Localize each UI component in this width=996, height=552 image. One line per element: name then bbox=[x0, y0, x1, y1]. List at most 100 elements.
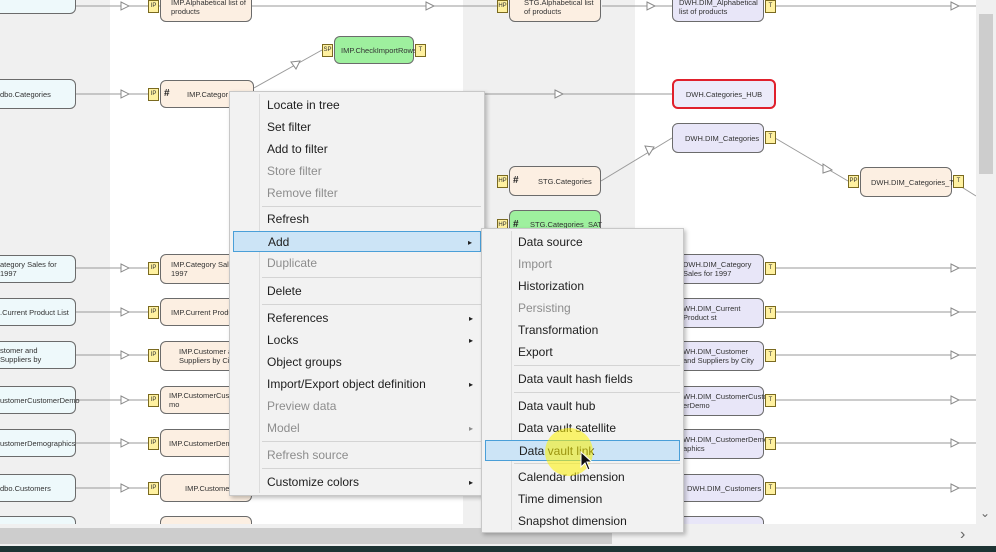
submenu-arrow-icon: ▸ bbox=[467, 238, 472, 247]
node-imp-alphabetical[interactable]: IMP.Alphabetical list of products bbox=[160, 0, 252, 22]
t-badge: T bbox=[765, 394, 776, 407]
ip-badge: IP bbox=[148, 349, 159, 362]
menu-gutter bbox=[233, 94, 260, 493]
node-src-current-product[interactable]: .Current Product List bbox=[0, 298, 76, 326]
hash-icon: # bbox=[513, 219, 519, 230]
node-src-category-sales[interactable]: ategory Sales for 1997 bbox=[0, 255, 76, 283]
lineage-diagram[interactable]: dbo.Categories ategory Sales for 1997 .C… bbox=[0, 0, 977, 538]
horizontal-scroll-thumb[interactable] bbox=[0, 528, 612, 544]
menu-item-locate-in-tree[interactable]: Locate in tree bbox=[267, 98, 340, 112]
submenu-item-dv-hub[interactable]: Data vault hub bbox=[518, 399, 596, 413]
hp-badge: HP bbox=[497, 0, 508, 13]
menu-item-preview-data: Preview data bbox=[267, 399, 337, 413]
t-badge: T bbox=[953, 175, 964, 188]
menu-item-remove-filter: Remove filter bbox=[267, 186, 338, 200]
menu-separator bbox=[514, 463, 680, 464]
menu-item-import-export[interactable]: Import/Export object definition▸ bbox=[233, 374, 481, 395]
node-dwh-dim-categories-t[interactable]: DWH.DIM_Categories_T bbox=[860, 167, 954, 197]
connector-lines bbox=[0, 1, 977, 493]
hp-badge: HP bbox=[497, 175, 508, 188]
menu-separator bbox=[514, 392, 680, 393]
node-dwh-customer-demo[interactable]: WH.DIM_CustomerCusto erDemo bbox=[672, 386, 768, 416]
scroll-down-icon[interactable]: ⌄ bbox=[980, 506, 991, 520]
ip-badge: IP bbox=[148, 306, 159, 319]
node-dwh-alphabetical[interactable]: DWH.DIM_Alphabetical list of products bbox=[672, 0, 764, 22]
node-dwh-dim-categories[interactable]: DWH.DIM_Categories bbox=[672, 123, 764, 153]
t-badge: T bbox=[765, 349, 776, 362]
node-src-customer-demo[interactable]: ustomerCustomerDemo bbox=[0, 386, 80, 414]
menu-item-add[interactable]: Add▸ bbox=[233, 231, 481, 252]
menu-separator bbox=[262, 441, 481, 442]
status-strip bbox=[0, 546, 996, 552]
ip-badge: IP bbox=[148, 394, 159, 407]
node-dwh-categories-hub[interactable]: DWH.Categories_HUB bbox=[672, 79, 776, 109]
menu-item-set-filter[interactable]: Set filter bbox=[267, 120, 312, 134]
ip-badge: IP bbox=[148, 437, 159, 450]
menu-item-object-groups[interactable]: Object groups bbox=[267, 355, 342, 369]
menu-item-customize-colors[interactable]: Customize colors▸ bbox=[233, 472, 481, 493]
node-stg-categories[interactable]: STG.Categories bbox=[509, 166, 601, 196]
pp-badge: PP bbox=[848, 175, 859, 188]
ip-badge: IP bbox=[148, 88, 159, 101]
ip-badge: IP bbox=[148, 0, 159, 13]
menu-item-locks[interactable]: Locks▸ bbox=[233, 330, 481, 351]
menu-item-delete[interactable]: Delete bbox=[267, 284, 302, 298]
menu-separator bbox=[514, 365, 680, 366]
mouse-pointer-icon bbox=[580, 450, 594, 471]
submenu-arrow-icon: ▸ bbox=[468, 424, 473, 433]
t-badge: T bbox=[415, 44, 426, 57]
menu-item-add-to-filter[interactable]: Add to filter bbox=[267, 142, 328, 156]
submenu-arrow-icon: ▸ bbox=[468, 380, 473, 389]
ip-badge: IP bbox=[148, 262, 159, 275]
t-badge: T bbox=[765, 306, 776, 319]
submenu-item-snapshot-dimension[interactable]: Snapshot dimension bbox=[518, 514, 627, 528]
menu-item-refresh[interactable]: Refresh bbox=[267, 212, 310, 226]
menu-separator bbox=[262, 304, 481, 305]
context-menu: Locate in tree Set filter Add to filter … bbox=[229, 91, 485, 496]
node-stg-alphabetical[interactable]: STG.Alphabetical list of products bbox=[509, 0, 601, 22]
node-src-customers[interactable]: dbo.Customers bbox=[0, 474, 76, 502]
menu-item-refresh-source: Refresh source bbox=[267, 448, 349, 462]
node-src-customer-suppliers[interactable]: stomer and Suppliers by bbox=[0, 341, 76, 369]
node-dwh-customer-demographics[interactable]: WH.DIM_CustomerDemo aphics bbox=[672, 429, 768, 459]
hash-icon: # bbox=[513, 175, 519, 186]
t-badge: T bbox=[765, 437, 776, 450]
t-badge: T bbox=[765, 0, 776, 13]
menu-item-references[interactable]: References▸ bbox=[233, 308, 481, 329]
menu-item-duplicate: Duplicate bbox=[267, 256, 318, 270]
submenu-arrow-icon: ▸ bbox=[468, 314, 473, 323]
submenu-item-transformation[interactable]: Transformation bbox=[518, 323, 599, 337]
add-submenu: Data source Import Historization Persist… bbox=[481, 228, 684, 533]
submenu-item-time-dimension[interactable]: Time dimension bbox=[518, 492, 603, 506]
node-imp-check-import-rows[interactable]: IMP.CheckImportRows bbox=[334, 36, 417, 64]
node-src-customer-demographics[interactable]: ustomerDemographics bbox=[0, 429, 76, 457]
node-src-alphabetical[interactable] bbox=[0, 0, 76, 14]
node-dwh-customer-suppliers[interactable]: WH.DIM_Customer and Suppliers by City bbox=[672, 341, 764, 371]
vertical-scroll-thumb[interactable] bbox=[979, 14, 993, 174]
menu-item-model: Model▸ bbox=[233, 418, 481, 439]
cursor-highlight bbox=[545, 428, 593, 476]
menu-gutter bbox=[485, 231, 512, 530]
node-dwh-category-sales[interactable]: DWH.DIM_Category Sales for 1997 bbox=[672, 254, 764, 284]
menu-separator bbox=[262, 277, 481, 278]
sp-badge: SP bbox=[322, 44, 333, 57]
submenu-item-data-source[interactable]: Data source bbox=[518, 235, 583, 249]
submenu-arrow-icon: ▸ bbox=[468, 336, 473, 345]
submenu-item-calendar-dimension[interactable]: Calendar dimension bbox=[518, 470, 625, 484]
submenu-item-persisting: Persisting bbox=[518, 301, 571, 315]
scroll-right-icon[interactable]: › bbox=[960, 526, 966, 543]
submenu-item-dv-hash-fields[interactable]: Data vault hash fields bbox=[518, 372, 633, 386]
t-badge: T bbox=[765, 262, 776, 275]
menu-separator bbox=[262, 206, 481, 207]
node-src-categories[interactable]: dbo.Categories bbox=[0, 79, 76, 109]
submenu-item-export[interactable]: Export bbox=[518, 345, 553, 359]
submenu-item-historization[interactable]: Historization bbox=[518, 279, 585, 293]
submenu-item-import: Import bbox=[518, 257, 553, 271]
node-dwh-customers[interactable]: DWH.DIM_Customers bbox=[672, 474, 764, 502]
t-badge: T bbox=[765, 482, 776, 495]
t-badge: T bbox=[765, 131, 776, 144]
submenu-arrow-icon: ▸ bbox=[468, 478, 473, 487]
ip-badge: IP bbox=[148, 482, 159, 495]
menu-separator bbox=[262, 468, 481, 469]
node-dwh-current-product[interactable]: WH.DIM_Current Product st bbox=[672, 298, 764, 328]
